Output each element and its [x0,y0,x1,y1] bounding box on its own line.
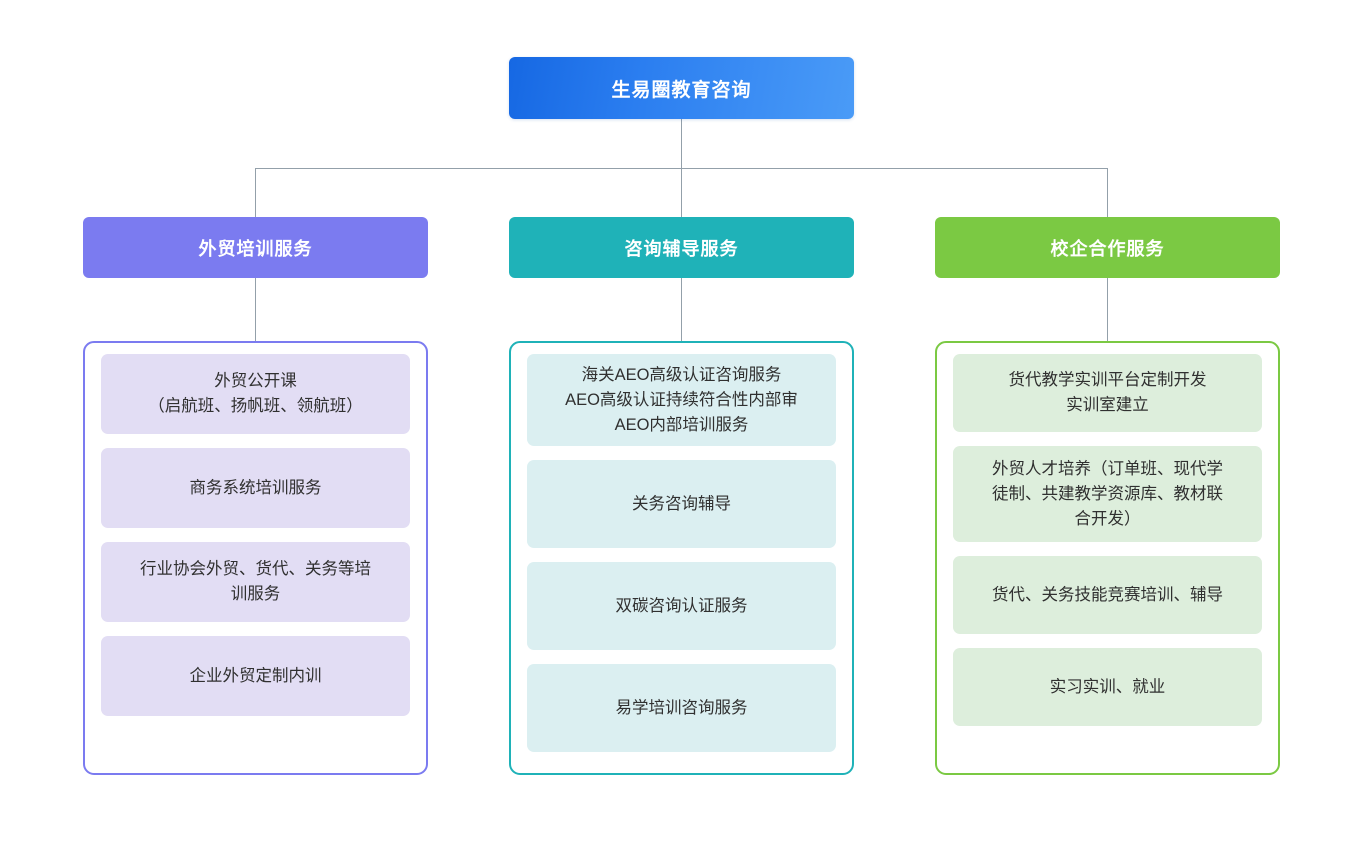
branch-header-2-label: 咨询辅导服务 [624,238,739,259]
root-node[interactable]: 生易圈教育咨询 [509,57,854,119]
list-item[interactable]: 海关AEO高级认证咨询服务 AEO高级认证持续符合性内部审 AEO内部培训服务 [527,354,836,446]
item-line: 易学培训咨询服务 [615,698,748,717]
branch-items-panel-1: 外贸公开课 （启航班、扬帆班、领航班） 商务系统培训服务 行业协会外贸、货代、关… [83,341,428,775]
item-line: （启航班、扬帆班、领航班） [148,397,363,415]
item-line: 训服务 [230,585,281,603]
root-node-label: 生易圈教育咨询 [611,79,752,101]
connector-branch-2-to-panel [681,278,682,341]
list-item[interactable]: 关务咨询辅导 [527,460,836,548]
connector-bus-to-branch-3 [1107,168,1108,217]
list-item[interactable]: 货代教学实训平台定制开发 实训室建立 [953,354,1262,432]
list-item[interactable]: 外贸人才培养（订单班、现代学 徒制、共建教学资源库、教材联 合开发） [953,446,1262,542]
branch-header-1-label: 外贸培训服务 [198,238,313,259]
item-line: 关务咨询辅导 [632,494,731,513]
branch-header-2[interactable]: 咨询辅导服务 [509,217,854,278]
branch-column-1: 外贸培训服务 外贸公开课 （启航班、扬帆班、领航班） 商务系统培训服务 行业协会… [83,217,428,775]
item-line: 合开发） [1074,509,1141,528]
list-item[interactable]: 外贸公开课 （启航班、扬帆班、领航班） [101,354,410,434]
item-line: 货代教学实训平台定制开发 [1008,371,1207,389]
branch-column-2: 咨询辅导服务 海关AEO高级认证咨询服务 AEO高级认证持续符合性内部审 AEO… [509,217,854,775]
item-line: 徒制、共建教学资源库、教材联 [992,484,1223,503]
item-line: 企业外贸定制内训 [189,666,322,685]
branch-header-3[interactable]: 校企合作服务 [935,217,1280,278]
branch-header-3-label: 校企合作服务 [1050,238,1165,259]
item-line: 外贸人才培养（订单班、现代学 [992,459,1223,478]
item-line: 商务系统培训服务 [189,478,322,497]
list-item[interactable]: 企业外贸定制内训 [101,636,410,716]
branch-header-1[interactable]: 外贸培训服务 [83,217,428,278]
item-line: 行业协会外贸、货代、关务等培 [140,560,371,578]
item-line: AEO高级认证持续符合性内部审 [565,390,798,409]
connector-bus-to-branch-1 [255,168,256,217]
list-item[interactable]: 货代、关务技能竞赛培训、辅导 [953,556,1262,634]
list-item[interactable]: 行业协会外贸、货代、关务等培 训服务 [101,542,410,622]
item-line: 实习实训、就业 [1049,677,1166,696]
list-item[interactable]: 商务系统培训服务 [101,448,410,528]
list-item[interactable]: 双碳咨询认证服务 [527,562,836,650]
item-line: 货代、关务技能竞赛培训、辅导 [992,585,1223,604]
item-line: 双碳咨询认证服务 [615,596,748,615]
list-item[interactable]: 易学培训咨询服务 [527,664,836,752]
item-line: 实训室建立 [1066,396,1149,414]
item-line: AEO内部培训服务 [614,415,749,434]
connector-branch-3-to-panel [1107,278,1108,341]
item-line: 海关AEO高级认证咨询服务 [581,365,782,384]
branch-items-panel-3: 货代教学实训平台定制开发 实训室建立 外贸人才培养（订单班、现代学 徒制、共建教… [935,341,1280,775]
connector-root-down [681,119,682,168]
connector-bus-to-branch-2 [681,168,682,217]
branch-column-3: 校企合作服务 货代教学实训平台定制开发 实训室建立 外贸人才培养（订单班、现代学… [935,217,1280,775]
list-item[interactable]: 实习实训、就业 [953,648,1262,726]
item-line: 外贸公开课 [214,372,297,390]
connector-branch-1-to-panel [255,278,256,341]
branch-items-panel-2: 海关AEO高级认证咨询服务 AEO高级认证持续符合性内部审 AEO内部培训服务 … [509,341,854,775]
